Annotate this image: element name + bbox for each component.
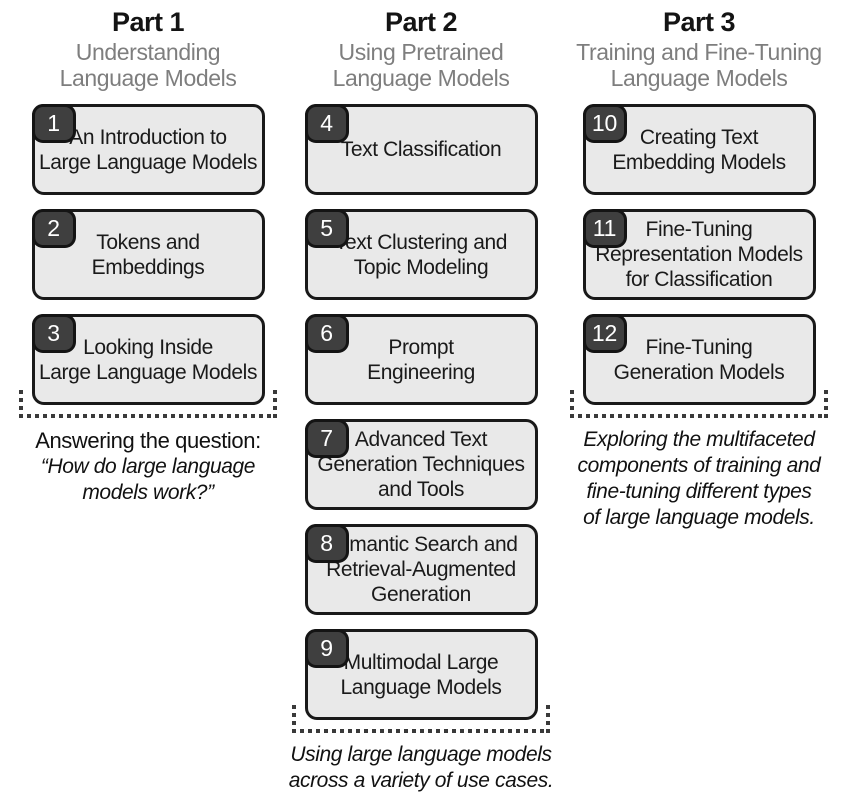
chapter-title: Semantic Search and Retrieval-Augmented …: [324, 533, 518, 606]
chapter-number-badge: 8: [304, 524, 349, 563]
chapter-title: Fine-Tuning Representation Models for Cl…: [595, 218, 803, 291]
chapter-box-12: 12 Fine-Tuning Generation Models: [582, 314, 816, 405]
part-2-title: Part 2: [384, 7, 458, 37]
part-3-header: Part 3 Training and Fine-Tuning Language…: [570, 7, 828, 104]
chapter-box-10: 10 Creating Text Embedding Models: [582, 104, 816, 195]
chapter-title: Multimodal Large Language Models: [340, 650, 502, 699]
chapter-title: Prompt Engineering: [367, 335, 475, 384]
part-2-header: Part 2 Using Pretrained Language Models: [292, 7, 550, 104]
part-1-header: Part 1 Understanding Language Models: [19, 7, 277, 104]
chapter-number-badge: 5: [304, 209, 349, 248]
chapter-box-1: 1 An Introduction to Large Language Mode…: [31, 104, 265, 195]
part-column-3: Part 3 Training and Fine-Tuning Language…: [570, 0, 828, 531]
caption-lead: Answering the question:: [35, 428, 261, 453]
part-2-caption: Using large language models across a var…: [261, 742, 581, 794]
chapter-number-badge: 3: [31, 314, 76, 353]
part-1-title: Part 1: [111, 7, 185, 37]
part-3-subtitle: Training and Fine-Tuning Language Models: [576, 39, 822, 91]
chapter-box-5: 5 Text Clustering and Topic Modeling: [304, 209, 538, 300]
chapter-number-badge: 4: [304, 104, 349, 143]
part-3-chapter-list: 10 Creating Text Embedding Models 11 Fin…: [570, 104, 828, 405]
chapter-box-6: 6 Prompt Engineering: [304, 314, 538, 405]
chapter-title: Fine-Tuning Generation Models: [613, 335, 785, 384]
part-1-caption: Answering the question: “How do large la…: [0, 427, 308, 506]
chapter-number-badge: 12: [582, 314, 627, 353]
chapter-title: Advanced Text Generation Techniques and …: [317, 428, 525, 501]
chapter-box-11: 11 Fine-Tuning Representation Models for…: [582, 209, 816, 300]
chapter-title: Tokens and Embeddings: [91, 230, 205, 279]
chapter-title: Looking Inside Large Language Models: [38, 335, 258, 384]
caption-italic: Using large language models across a var…: [288, 743, 554, 792]
chapter-number-badge: 6: [304, 314, 349, 353]
chapter-number-badge: 10: [582, 104, 627, 143]
chapter-title: Creating Text Embedding Models: [612, 125, 786, 174]
chapter-box-4: 4 Text Classification: [304, 104, 538, 195]
part-1-subtitle: Understanding Language Models: [59, 39, 237, 91]
chapter-box-2: 2 Tokens and Embeddings: [31, 209, 265, 300]
chapter-title: Text Clustering and Topic Modeling: [334, 230, 508, 279]
chapter-box-9: 9 Multimodal Large Language Models: [304, 629, 538, 720]
part-3-title: Part 3: [662, 7, 736, 37]
part-2-subtitle: Using Pretrained Language Models: [332, 39, 510, 91]
chapter-number-badge: 2: [31, 209, 76, 248]
chapter-number-badge: 9: [304, 629, 349, 668]
part-3-caption: Exploring the multifaceted components of…: [539, 427, 841, 531]
chapter-number-badge: 11: [582, 209, 627, 248]
chapter-title: Text Classification: [340, 138, 502, 161]
chapter-title: An Introduction to Large Language Models: [38, 125, 258, 174]
chapter-number-badge: 7: [304, 419, 349, 458]
chapter-box-3: 3 Looking Inside Large Language Models: [31, 314, 265, 405]
chapter-number-badge: 1: [31, 104, 76, 143]
part-2-chapter-list: 4 Text Classification 5 Text Clustering …: [292, 104, 550, 720]
chapter-box-7: 7 Advanced Text Generation Techniques an…: [304, 419, 538, 510]
chapter-box-8: 8 Semantic Search and Retrieval-Augmente…: [304, 524, 538, 615]
part-column-1: Part 1 Understanding Language Models 1 A…: [19, 0, 277, 506]
caption-italic: “How do large language models work?”: [40, 455, 256, 504]
part-1-chapter-list: 1 An Introduction to Large Language Mode…: [19, 104, 277, 405]
part-column-2: Part 2 Using Pretrained Language Models …: [289, 0, 554, 794]
caption-italic: Exploring the multifaceted components of…: [577, 428, 821, 529]
